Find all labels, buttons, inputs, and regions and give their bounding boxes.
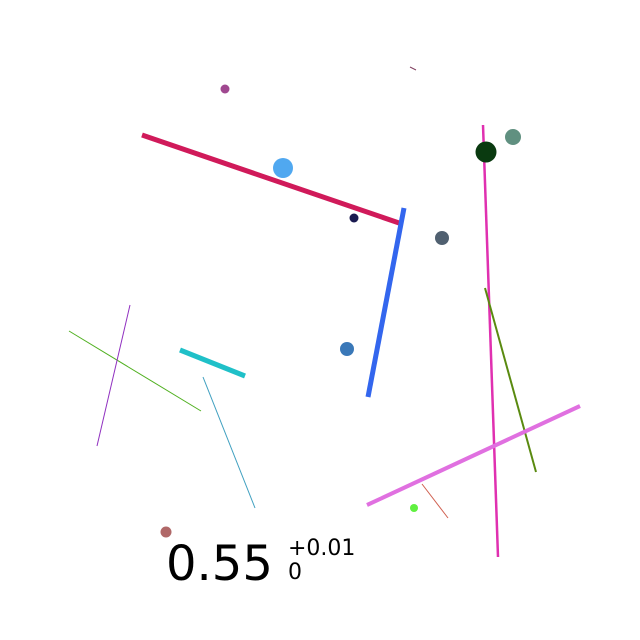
dots-layer xyxy=(160,84,521,538)
magenta-dot xyxy=(220,84,230,94)
green-thin-segment xyxy=(68,330,202,412)
lime-dot xyxy=(410,504,418,512)
slate-dot xyxy=(435,231,449,245)
purple-thin-segment xyxy=(96,304,131,447)
steel-blue-dot xyxy=(340,342,354,356)
violet-segment xyxy=(366,404,581,507)
salmon-thin-segment xyxy=(421,483,449,519)
sage-dot xyxy=(505,129,521,145)
navy-dot xyxy=(349,213,359,223)
score-delta: +0.01 xyxy=(288,536,356,561)
cyan-segment xyxy=(179,347,246,379)
score-value: 0.55 xyxy=(166,536,273,592)
dark-green-dot xyxy=(475,141,497,163)
tiny-dark-segment xyxy=(409,66,417,71)
light-blue-dot xyxy=(273,158,293,178)
score-base: 0 xyxy=(288,560,302,585)
rose-brown-dot xyxy=(160,526,172,538)
teal-thin-segment xyxy=(202,376,256,509)
crimson-segment xyxy=(141,132,403,227)
segments-layer xyxy=(68,66,581,558)
pink-segment xyxy=(481,124,500,558)
blue-segment xyxy=(365,207,407,398)
olive-segment xyxy=(484,287,537,473)
